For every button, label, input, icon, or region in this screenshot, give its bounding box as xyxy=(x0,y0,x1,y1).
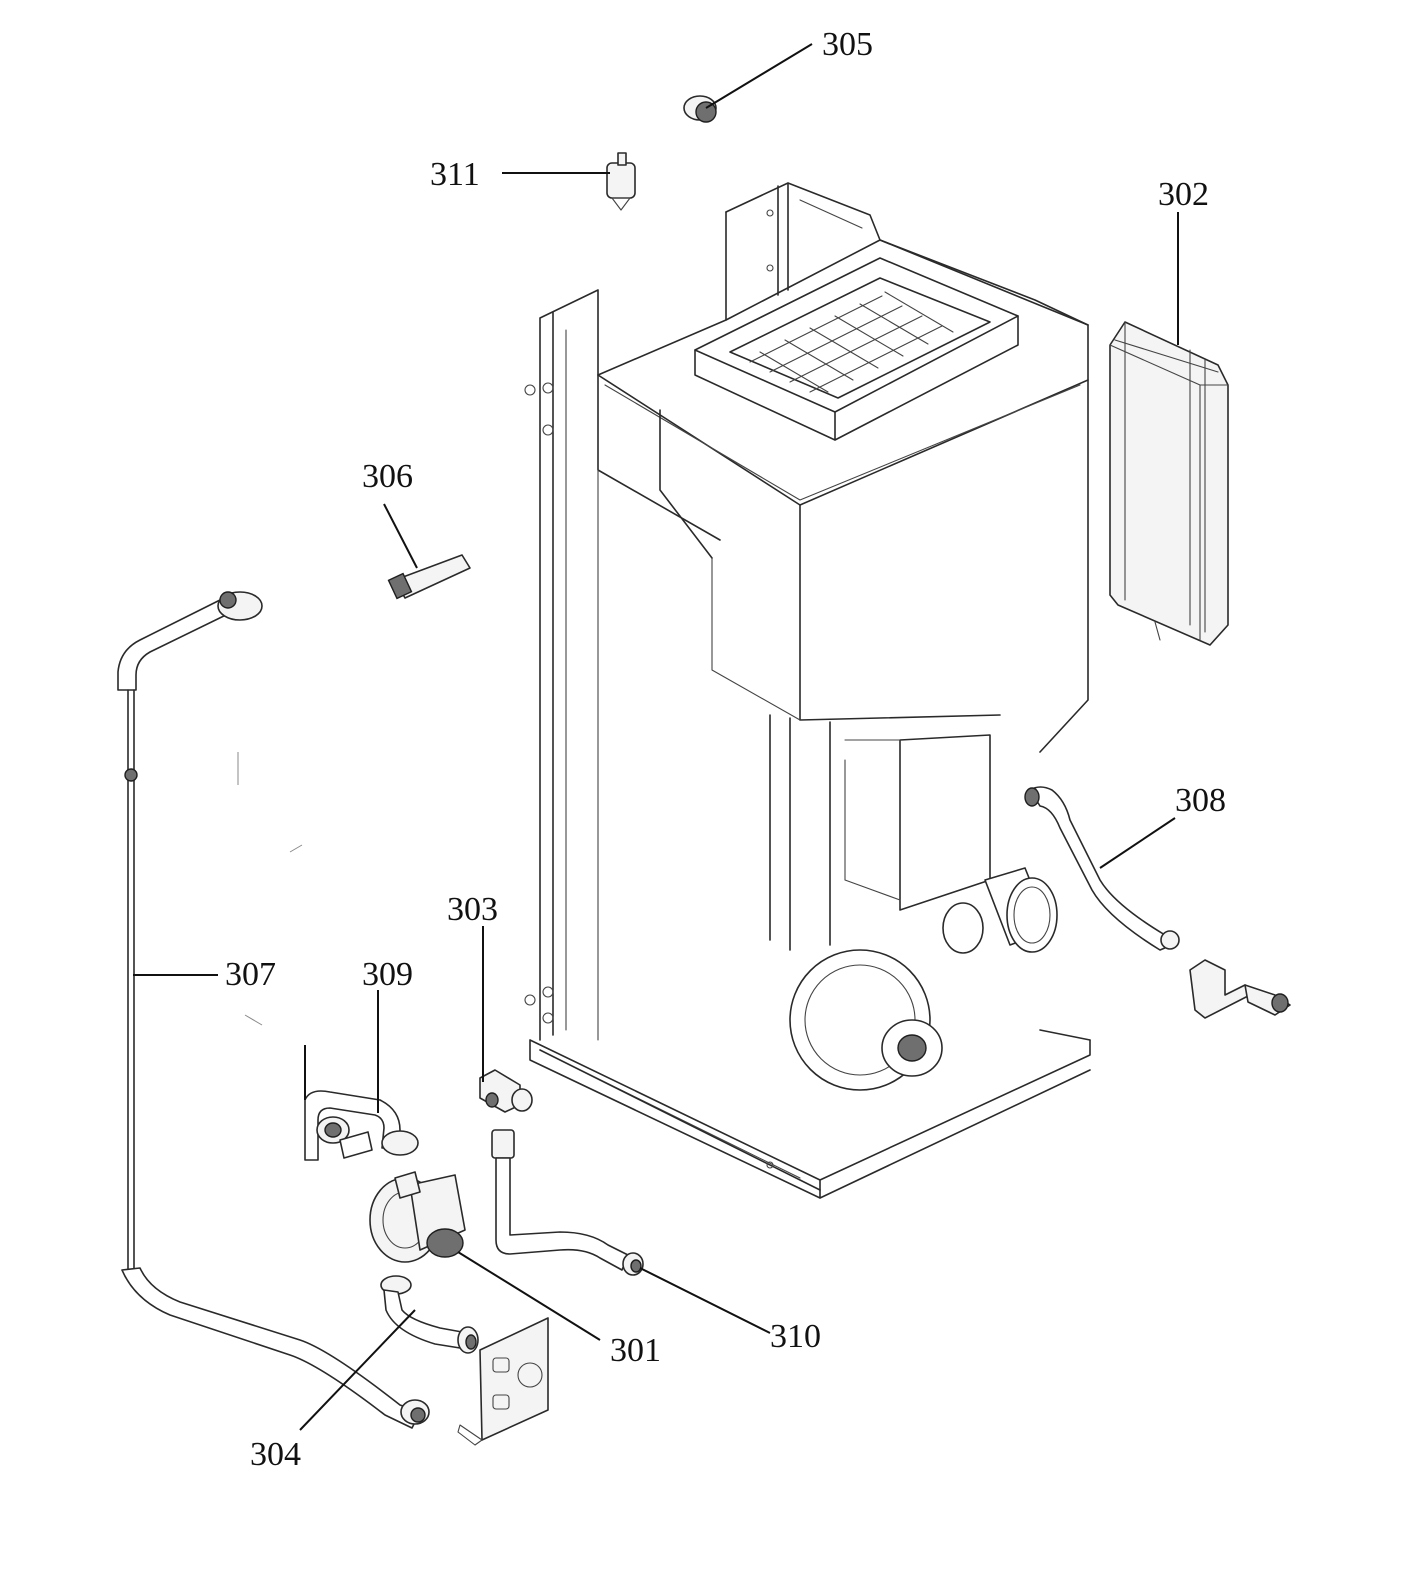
burner-grid xyxy=(749,291,954,393)
boiler-chassis xyxy=(524,182,1091,1199)
return-pipe xyxy=(491,1129,644,1276)
callout-305: 305 xyxy=(822,26,873,63)
long-pipe xyxy=(117,591,430,1429)
callout-labels: 305 311 302 306 308 303 307 309 310 301 … xyxy=(225,26,1226,1473)
leader-lines xyxy=(133,43,1179,1431)
blower-fan xyxy=(789,949,943,1091)
bypass-pipe xyxy=(304,1090,419,1161)
air-vent xyxy=(606,152,636,211)
safety-valve xyxy=(479,1069,533,1113)
expansion-vessel xyxy=(1109,321,1229,646)
cap-part xyxy=(683,95,717,123)
temperature-sensor xyxy=(387,554,471,600)
callout-302: 302 xyxy=(1158,176,1209,213)
callout-308: 308 xyxy=(1175,782,1226,819)
frame-screws xyxy=(524,209,774,1169)
callout-303: 303 xyxy=(447,891,498,928)
callout-311: 311 xyxy=(430,156,480,193)
pressure-switch-bracket xyxy=(1189,959,1291,1019)
callout-309: 309 xyxy=(362,956,413,993)
circulation-pump xyxy=(369,1171,466,1263)
callout-306: 306 xyxy=(362,458,413,495)
callout-304: 304 xyxy=(250,1436,301,1473)
flow-pipe xyxy=(1024,786,1180,951)
connection-pipe-and-plate xyxy=(380,1275,549,1446)
callout-307: 307 xyxy=(225,956,276,993)
callout-310: 310 xyxy=(770,1318,821,1355)
callout-301: 301 xyxy=(610,1332,661,1369)
